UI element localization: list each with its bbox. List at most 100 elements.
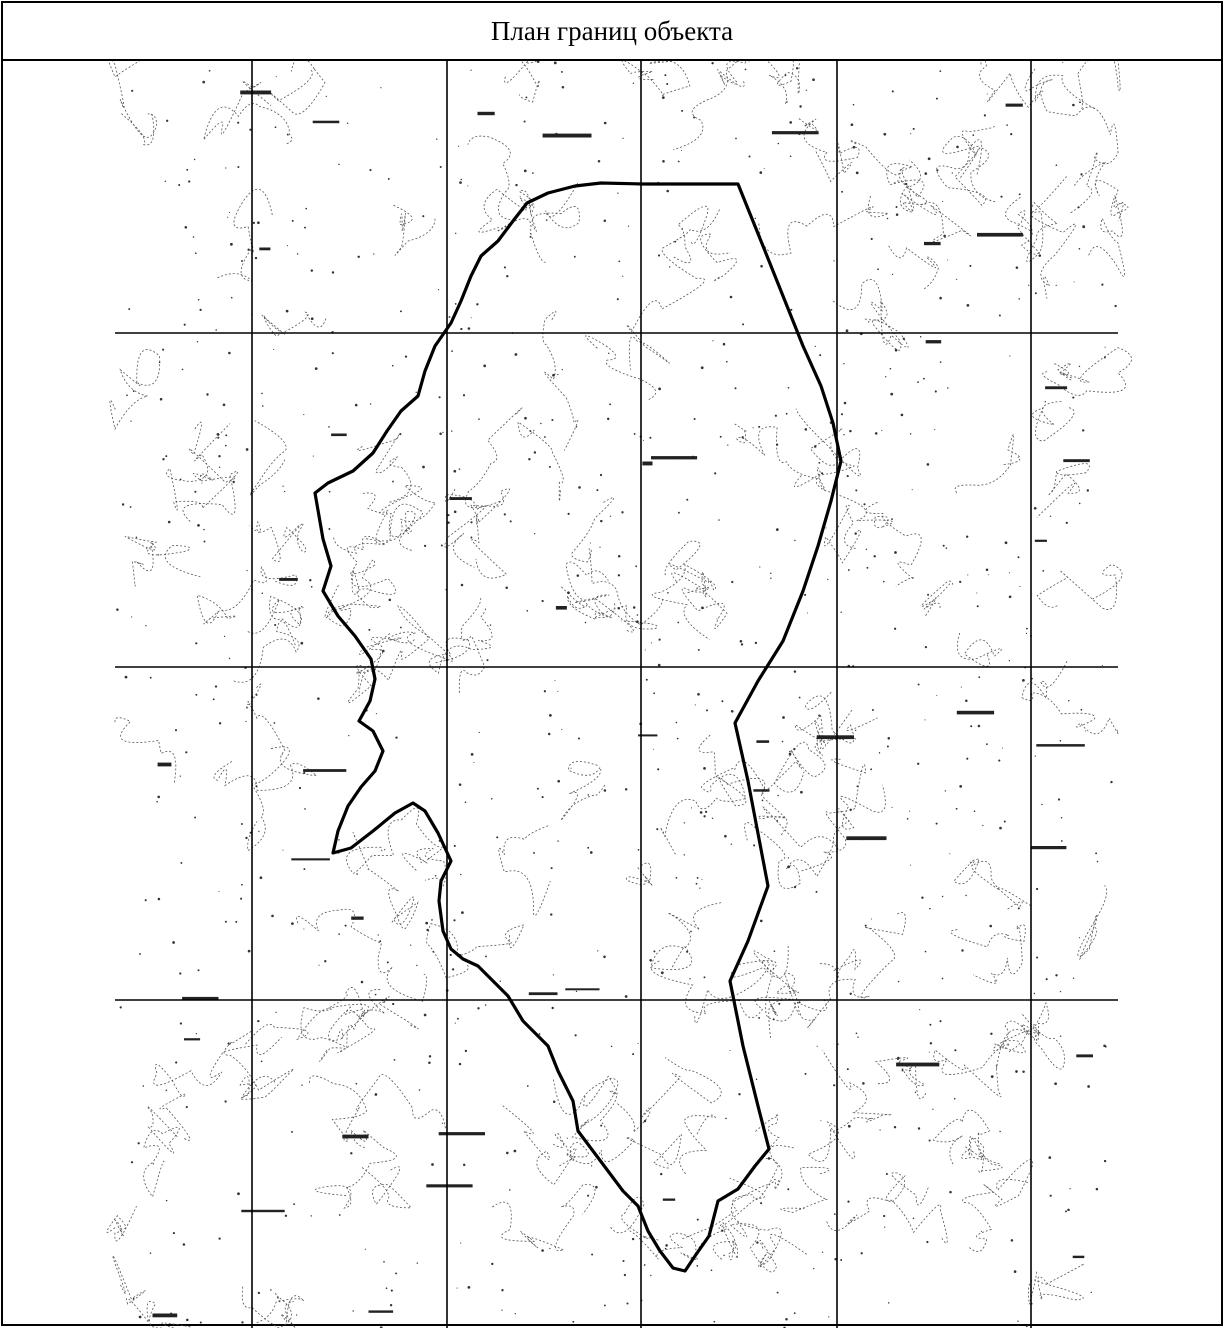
terrain-dot [705, 810, 708, 813]
terrain-dot [224, 1100, 227, 1103]
contour-line [358, 605, 454, 693]
terrain-dot [944, 790, 947, 792]
terrain-dot [1114, 304, 1117, 308]
terrain-dot [1087, 1085, 1090, 1088]
terrain-dot [729, 295, 733, 299]
terrain-dot [532, 172, 534, 174]
map-label-mark [528, 992, 558, 996]
terrain-dot [828, 1316, 830, 1318]
terrain-dot [142, 1085, 145, 1087]
terrain-dot [738, 1093, 741, 1096]
contour-line [885, 1175, 948, 1244]
terrain-dot [675, 877, 678, 879]
terrain-dot [774, 414, 777, 417]
terrain-dot [744, 68, 747, 71]
terrain-dot [1059, 739, 1062, 742]
contour-line [261, 311, 327, 337]
terrain-dot [657, 663, 661, 667]
terrain-dot [149, 676, 152, 679]
terrain-dot [467, 185, 469, 187]
terrain-dot [711, 817, 714, 820]
terrain-dot [331, 271, 335, 274]
contour-line [731, 1179, 809, 1268]
contour-line [899, 159, 972, 242]
terrain-dot [690, 807, 693, 809]
terrain-dot [240, 897, 243, 900]
map-label-mark [240, 90, 272, 95]
terrain-dot [301, 606, 303, 608]
terrain-dot [658, 387, 661, 391]
terrain-dot [377, 934, 379, 936]
terrain-dot [667, 592, 669, 594]
terrain-dot [700, 366, 704, 370]
terrain-dot [458, 145, 460, 147]
terrain-dot [374, 1093, 378, 1096]
terrain-dot [356, 873, 358, 875]
terrain-dot [303, 928, 305, 930]
contour-line [352, 832, 419, 930]
contour-line [874, 1057, 927, 1100]
terrain-dot [852, 145, 856, 149]
terrain-dot [714, 472, 717, 475]
terrain-dot [976, 592, 978, 594]
terrain-dot [943, 234, 946, 238]
terrain-dot [303, 771, 306, 774]
terrain-dot [541, 1249, 544, 1252]
terrain-dot [357, 255, 360, 259]
terrain-dot [622, 1259, 625, 1263]
terrain-dot [550, 867, 553, 870]
terrain-dot [130, 1161, 134, 1164]
terrain-dot [135, 536, 138, 538]
terrain-dot [157, 795, 161, 799]
terrain-dot [990, 1075, 994, 1078]
terrain-dot [683, 854, 686, 856]
terrain-dot [739, 640, 743, 643]
terrain-dot [1078, 247, 1081, 250]
contour-line [671, 571, 728, 629]
terrain-dot [696, 587, 698, 589]
terrain-dot [121, 503, 125, 506]
terrain-dot [860, 1252, 863, 1255]
terrain-dot [917, 683, 920, 686]
coordinate-grid [115, 61, 1118, 1328]
terrain-dot [813, 1268, 815, 1270]
terrain-dot [843, 363, 845, 365]
map-label-mark [771, 131, 819, 135]
terrain-dot [575, 426, 578, 428]
terrain-dot [883, 132, 887, 136]
terrain-dot [477, 1007, 480, 1010]
terrain-dot [131, 616, 133, 618]
map-label-mark [351, 916, 364, 920]
map-label-mark [1045, 386, 1068, 390]
terrain-dot [1009, 355, 1011, 357]
terrain-dot [291, 922, 294, 925]
terrain-dot [924, 719, 926, 721]
contour-line [865, 501, 922, 587]
terrain-dot [683, 822, 686, 824]
terrain-dot [1103, 1159, 1107, 1163]
contour-line [679, 1114, 717, 1175]
terrain-dot [410, 944, 412, 946]
contour-line [203, 80, 293, 145]
terrain-dot [1065, 521, 1068, 524]
terrain-dot [959, 580, 962, 584]
terrain-dots [116, 61, 1117, 1328]
terrain-dot [547, 732, 551, 736]
terrain-dot [548, 465, 551, 468]
contour-line [954, 433, 1021, 493]
terrain-dot [470, 69, 472, 71]
terrain-dot [871, 709, 874, 711]
terrain-dot [318, 964, 320, 966]
terrain-dot [693, 116, 696, 119]
terrain-dot [301, 1084, 303, 1086]
terrain-dot [729, 1049, 731, 1052]
terrain-dot [770, 577, 772, 579]
terrain-dot [174, 729, 178, 732]
contour-line [800, 758, 867, 872]
terrain-dot [552, 974, 555, 976]
contour-line [166, 423, 239, 522]
map-label-mark [259, 247, 271, 251]
map-label-mark [642, 461, 653, 466]
terrain-dot [917, 762, 920, 765]
terrain-dot [195, 693, 198, 696]
